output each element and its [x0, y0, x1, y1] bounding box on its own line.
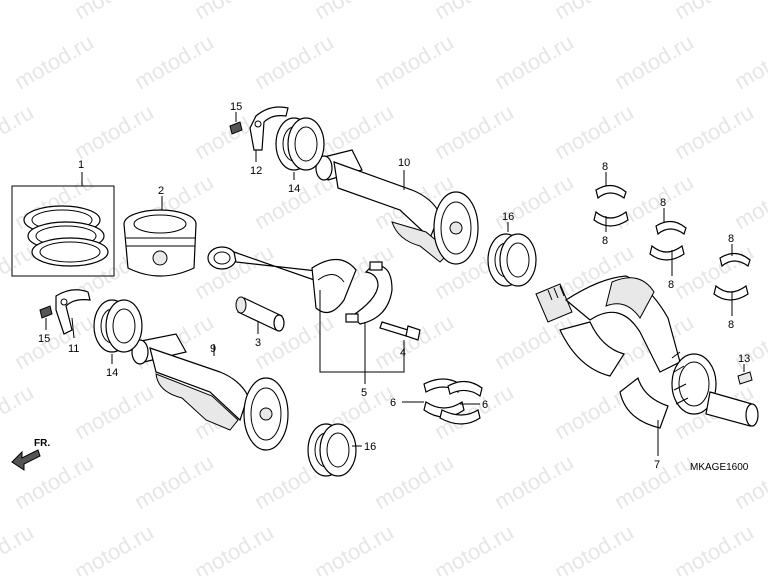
front-direction-indicator: FR.: [11, 438, 50, 471]
callout-15a: 15: [230, 101, 242, 113]
watermark-text: motod.ru: [370, 309, 458, 374]
callout-13: 13: [738, 353, 750, 365]
watermark-text: motod.ru: [550, 519, 638, 576]
callout-15b: 15: [38, 333, 50, 345]
crankshaft[interactable]: [535, 275, 759, 429]
bearing-set-plate-front[interactable]: [55, 289, 91, 335]
watermark-text: motod.ru: [730, 449, 768, 514]
watermark-text: motod.ru: [610, 169, 698, 234]
watermark-text: motod.ru: [430, 519, 518, 576]
flange-bolt-rear[interactable]: [229, 121, 243, 135]
radial-ball-bearing-rear[interactable]: [487, 233, 537, 287]
callout-8e: 8: [728, 233, 734, 245]
watermark-text: motod.ru: [70, 0, 158, 24]
callout-3: 3: [255, 337, 261, 349]
balancer-shaft-rear[interactable]: [315, 149, 479, 265]
watermark-text: motod.ru: [250, 29, 338, 94]
watermark-text: motod.ru: [0, 99, 38, 164]
callout-labels: 1 2 3 4 5 6 6 7 8 8 8 8 8 8 9 10 11 12 1…: [38, 101, 750, 471]
watermark-text: motod.ru: [370, 449, 458, 514]
watermark-text: motod.ru: [0, 0, 38, 24]
diagram-code: MKAGE1600: [690, 462, 749, 473]
callout-9: 9: [210, 343, 216, 355]
watermark-text: motod.ru: [70, 99, 158, 164]
watermark-text: motod.ru: [490, 309, 578, 374]
watermark-text: motod.ru: [670, 519, 758, 576]
watermark-text: motod.ru: [550, 99, 638, 164]
balancer-shaft-front[interactable]: [131, 333, 289, 451]
callout-6a: 6: [390, 397, 396, 409]
callout-7: 7: [654, 459, 660, 471]
callout-16b: 16: [502, 211, 514, 223]
conrod-cap[interactable]: [345, 261, 393, 325]
callout-14b: 14: [288, 183, 300, 195]
leader-lines: [45, 112, 745, 456]
watermark-text: motod.ru: [130, 29, 218, 94]
conrod-bolt[interactable]: [379, 321, 421, 341]
callout-14a: 14: [106, 367, 118, 379]
callout-4: 4: [400, 347, 406, 359]
front-label: FR.: [34, 438, 50, 449]
piston-ring-set[interactable]: [11, 185, 115, 277]
radial-bearing-front[interactable]: [93, 299, 143, 353]
watermark-text: motod.ru: [10, 309, 98, 374]
watermark-text: motod.ru: [0, 379, 38, 444]
watermark-text: motod.ru: [70, 519, 158, 576]
callout-11: 11: [68, 343, 79, 355]
front-arrow-icon: [11, 449, 41, 471]
callout-1: 1: [78, 159, 84, 171]
watermark-text: motod.ru: [490, 29, 578, 94]
watermark-text: motod.ru: [550, 0, 638, 24]
callout-6b: 6: [482, 399, 488, 411]
callout-8a: 8: [602, 161, 608, 173]
watermark-text: motod.ru: [670, 0, 758, 24]
piston-pin[interactable]: [235, 296, 285, 332]
watermark-text: motod.ru: [730, 29, 768, 94]
watermark-text: motod.ru: [0, 239, 38, 304]
connecting-rod[interactable]: [207, 246, 357, 314]
watermark-text: motod.ru: [70, 379, 158, 444]
callout-8f: 8: [728, 319, 734, 331]
callout-2: 2: [158, 185, 164, 197]
watermark-text: motod.ru: [430, 0, 518, 24]
woodruff-key[interactable]: [737, 371, 753, 385]
watermark-text: motod.ru: [730, 169, 768, 234]
watermark-text: motod.ru: [370, 29, 458, 94]
watermark-text: motod.ru: [430, 99, 518, 164]
flange-bolt-front[interactable]: [39, 305, 53, 319]
watermark-text: motod.ru: [490, 169, 578, 234]
watermark-text: motod.ru: [490, 449, 578, 514]
watermark-text: motod.ru: [10, 29, 98, 94]
callout-8d: 8: [668, 279, 674, 291]
watermark-text: motod.ru: [190, 239, 278, 304]
callout-5: 5: [361, 387, 367, 399]
conrod-bearings[interactable]: [423, 378, 483, 425]
bearing-set-plate-rear[interactable]: [249, 106, 289, 151]
watermark-text: motod.ru: [310, 0, 398, 24]
watermark-text: motod.ru: [0, 519, 38, 576]
watermark-text: motod.ru: [310, 519, 398, 576]
watermark-text: motod.ru: [190, 0, 278, 24]
radial-bearing-rear[interactable]: [275, 117, 325, 171]
watermark-text: motod.ru: [610, 29, 698, 94]
callout-16a: 16: [364, 441, 376, 453]
callout-8c: 8: [660, 197, 666, 209]
callout-12: 12: [250, 165, 262, 177]
watermark-text: motod.ru: [190, 519, 278, 576]
piston[interactable]: [123, 209, 197, 277]
watermark-text: motod.ru: [670, 99, 758, 164]
radial-ball-bearing-front[interactable]: [307, 423, 357, 477]
callout-8b: 8: [602, 235, 608, 247]
watermark-text: motod.ru: [130, 449, 218, 514]
callout-10: 10: [398, 157, 410, 169]
